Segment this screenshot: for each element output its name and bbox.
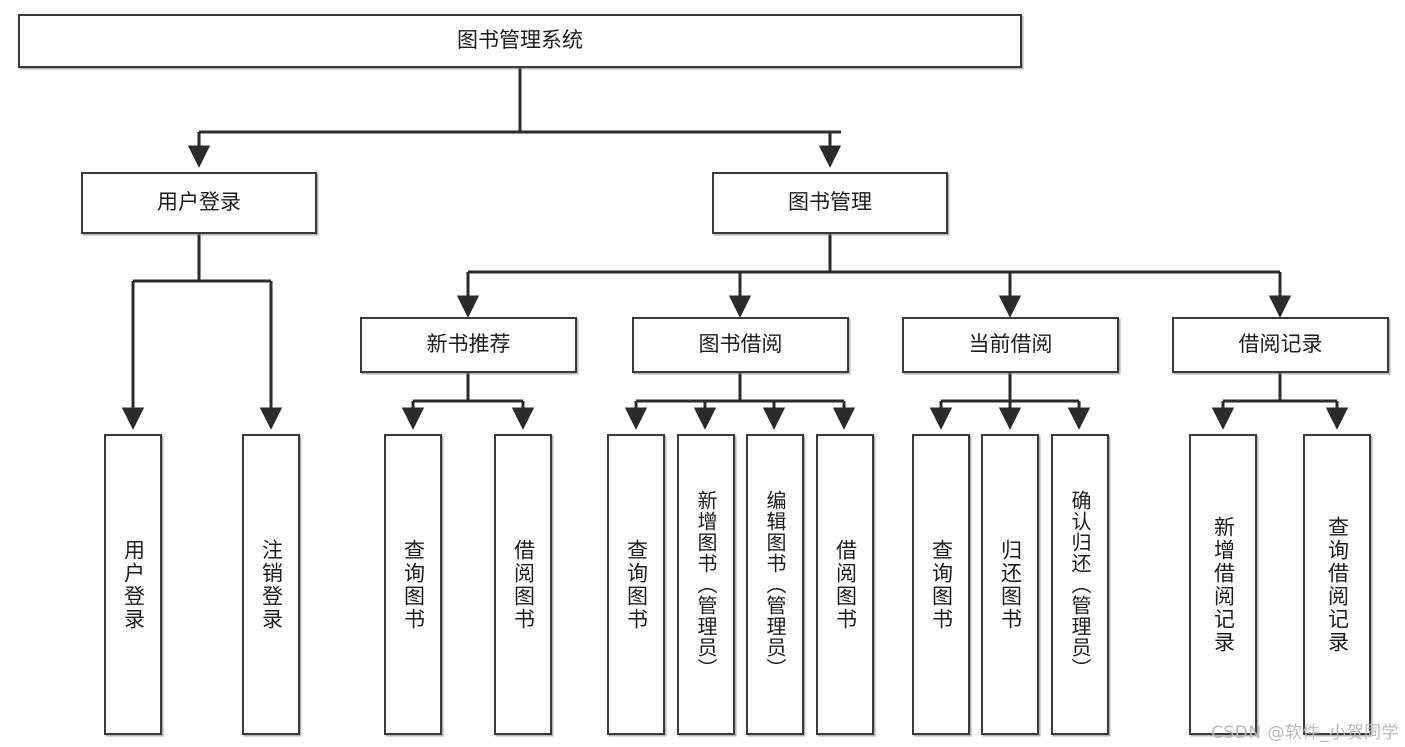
leaf-add-book-admin-label: 新增图书（管理员） xyxy=(694,490,718,679)
leaf-query-borrow-record[interactable]: 查询借阅记录 xyxy=(1303,434,1371,735)
leaf-user-login-label: 用户登录 xyxy=(121,538,146,631)
node-root[interactable]: 图书管理系统 xyxy=(18,14,1022,68)
leaf-confirm-return-admin[interactable]: 确认归还（管理员） xyxy=(1051,434,1109,735)
node-new-book-recommend-label: 新书推荐 xyxy=(426,332,511,357)
node-current-borrow-label: 当前借阅 xyxy=(968,332,1053,357)
leaf-add-borrow-record[interactable]: 新增借阅记录 xyxy=(1189,434,1257,735)
leaf-edit-book-admin[interactable]: 编辑图书（管理员） xyxy=(746,434,804,735)
leaf-edit-book-admin-label: 编辑图书（管理员） xyxy=(763,490,787,679)
leaf-add-borrow-record-label: 新增借阅记录 xyxy=(1211,515,1236,654)
node-book-borrow-label: 图书借阅 xyxy=(698,332,783,357)
leaf-query-book-2[interactable]: 查询图书 xyxy=(607,434,665,735)
leaf-return-book[interactable]: 归还图书 xyxy=(981,434,1039,735)
leaf-borrow-book-2[interactable]: 借阅图书 xyxy=(816,434,874,735)
node-book-manage[interactable]: 图书管理 xyxy=(712,172,948,234)
leaf-query-book-3[interactable]: 查询图书 xyxy=(912,434,970,735)
node-borrow-record-label: 借阅记录 xyxy=(1238,332,1323,357)
leaf-borrow-book-2-label: 借阅图书 xyxy=(833,538,858,631)
leaf-user-login[interactable]: 用户登录 xyxy=(104,434,162,735)
leaf-query-book-1-label: 查询图书 xyxy=(401,538,426,631)
node-new-book-recommend[interactable]: 新书推荐 xyxy=(360,317,577,373)
leaf-logout-login-label: 注销登录 xyxy=(259,538,284,631)
leaf-confirm-return-admin-label: 确认归还（管理员） xyxy=(1068,490,1092,679)
leaf-return-book-label: 归还图书 xyxy=(998,538,1023,631)
node-user-login-label: 用户登录 xyxy=(157,190,241,215)
node-book-borrow[interactable]: 图书借阅 xyxy=(632,317,849,373)
leaf-query-borrow-record-label: 查询借阅记录 xyxy=(1325,515,1350,654)
node-current-borrow[interactable]: 当前借阅 xyxy=(902,317,1119,373)
leaf-borrow-book-1-label: 借阅图书 xyxy=(511,538,536,631)
node-borrow-record[interactable]: 借阅记录 xyxy=(1172,317,1389,373)
node-book-manage-label: 图书管理 xyxy=(788,190,872,215)
leaf-logout-login[interactable]: 注销登录 xyxy=(242,434,300,735)
leaf-query-book-3-label: 查询图书 xyxy=(929,538,954,631)
leaf-query-book-2-label: 查询图书 xyxy=(624,538,649,631)
node-root-label: 图书管理系统 xyxy=(457,28,583,53)
node-user-login[interactable]: 用户登录 xyxy=(81,172,317,234)
leaf-query-book-1[interactable]: 查询图书 xyxy=(384,434,442,735)
leaf-borrow-book-1[interactable]: 借阅图书 xyxy=(494,434,552,735)
leaf-add-book-admin[interactable]: 新增图书（管理员） xyxy=(677,434,735,735)
